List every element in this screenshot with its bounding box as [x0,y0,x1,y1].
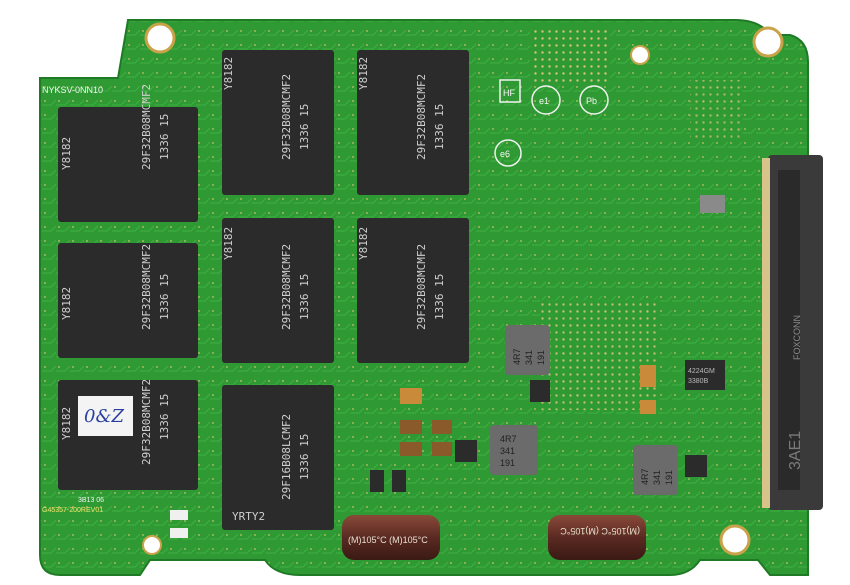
chip-code: Y8182 [60,137,73,170]
chip-date: 1336 15 [158,114,171,160]
chip-part: 29F16B08LCMF2 [280,414,293,500]
svg-text:4R7: 4R7 [512,348,522,365]
chip-code: Y8182 [222,57,235,90]
pb-mark: Pb [586,96,597,106]
svg-text:3380B: 3380B [688,378,709,385]
mounting-hole [144,22,176,54]
chip-code: Y8182 [357,227,370,260]
nand-chip: 29F32B08MCMF2 1336 15 Y8182 [222,218,334,363]
nand-chip: 29F32B08MCMF2 1336 15 Y8182 [58,84,198,222]
handwritten-label [78,396,133,436]
chip-part: 29F32B08MCMF2 [415,74,428,160]
svg-text:341: 341 [524,350,534,365]
connector-code: 3AE1 [787,431,804,470]
chip-date: 1336 15 [298,434,311,480]
svg-text:(M)105°C (M)105°C: (M)105°C (M)105°C [560,526,640,536]
chip-date: 1336 15 [298,274,311,320]
sata-connector: FOXCONN 3AE1 [762,155,823,510]
via-field [540,300,660,410]
svg-text:191: 191 [664,470,674,485]
svg-text:191: 191 [500,458,515,468]
chip-code: Y8182 [60,407,73,440]
handwritten-note: 0&Z [84,406,124,427]
chip-date: 1336 15 [298,104,311,150]
chip-part: 29F32B08MCMF2 [140,244,153,330]
nand-chip: 29F32B08MCMF2 1336 15 Y8182 [357,218,469,363]
board-rev-silkscreen: G45357-200REV01 [42,507,103,514]
chip-part: 29F32B08MCMF2 [415,244,428,330]
svg-text:(M)105°C (M)105°C: (M)105°C (M)105°C [348,535,428,545]
chip-date: 1336 15 [433,104,446,150]
electrolytic-capacitor: (M)105°C (M)105°C [342,515,440,560]
e6-mark: e6 [500,149,510,159]
via-field [690,80,740,140]
board-id-silkscreen: NYKSV-0NN10 [42,85,103,95]
compliance-marks: HF e1 Pb e6 [494,79,609,167]
svg-text:4224GM: 4224GM [688,368,715,375]
inductor: 4R7 341 191 [633,445,678,495]
chip-part: 29F32B08MCMF2 [140,84,153,170]
nand-chip: 29F32B08MCMF2 1336 15 Y8182 [222,50,334,195]
chip-code: Y8182 [60,287,73,320]
chip-date: 1336 15 [433,274,446,320]
chip-code: Y8182 [357,57,370,90]
connector-brand: FOXCONN [792,315,802,360]
via-field [530,30,610,85]
mounting-hole [630,45,650,65]
e1-mark: e1 [539,96,549,106]
hf-mark: HF [503,88,515,98]
chip-date: 1336 15 [158,394,171,440]
mounting-hole [719,524,751,556]
chip-code: YRTY2 [232,510,265,523]
svg-text:4R7: 4R7 [640,468,650,485]
svg-text:191: 191 [536,350,546,365]
nand-chip: 29F16B08LCMF2 1336 15 YRTY2 [222,385,334,530]
small-ic: 4224GM 3380B [685,360,725,390]
chip-part: 29F32B08MCMF2 [140,379,153,465]
svg-text:341: 341 [652,470,662,485]
inductor: 4R7 341 191 [490,425,538,475]
chip-code: Y8182 [222,227,235,260]
electrolytic-capacitor: (M)105°C (M)105°C [548,515,646,560]
nand-chip: 29F32B08MCMF2 1336 15 Y8182 [357,50,469,195]
smd-components [170,195,725,538]
chip-part: 29F32B08MCMF2 [280,244,293,330]
mounting-hole [752,26,784,58]
chip-date: 1336 15 [158,274,171,320]
nand-chip: 29F32B08MCMF2 1336 15 Y8182 [58,243,198,358]
inductor: 4R7 341 191 [505,325,550,375]
batch-code-silkscreen: 3B13 06 [78,497,104,504]
chip-part: 29F32B08MCMF2 [280,74,293,160]
mounting-hole [142,535,162,555]
svg-text:341: 341 [500,446,515,456]
svg-text:4R7: 4R7 [500,434,517,444]
nand-chip: 29F32B08MCMF2 1336 15 Y8182 0&Z [58,379,198,490]
